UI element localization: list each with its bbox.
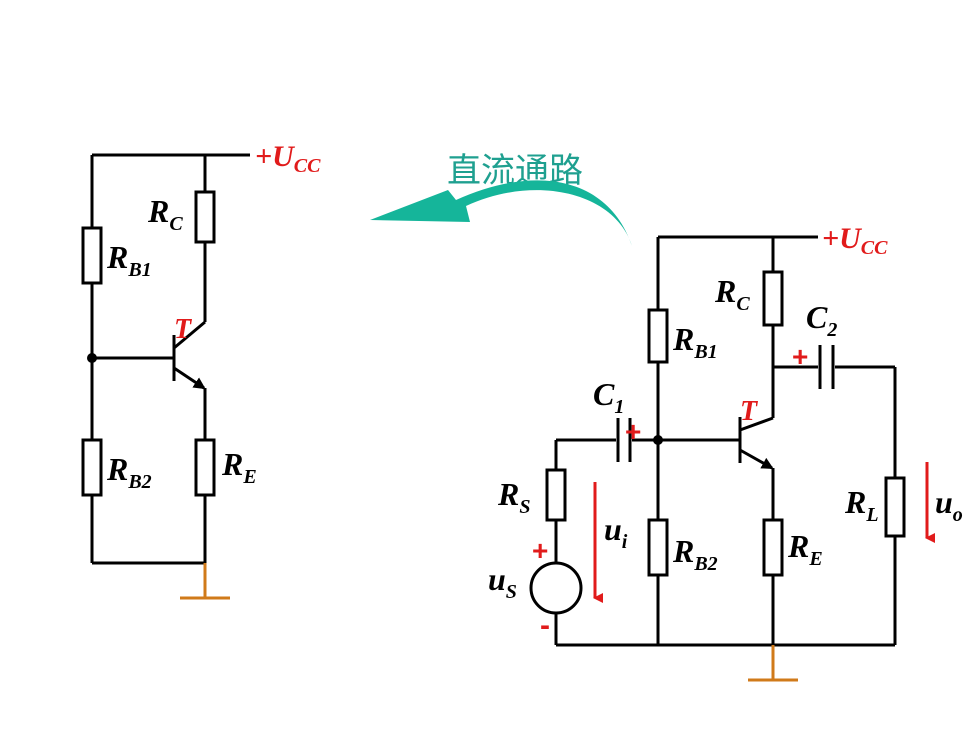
right-c2-label: C2 xyxy=(806,299,837,341)
curved-arrow-icon xyxy=(370,180,632,246)
right-amplifier-circuit xyxy=(529,235,906,647)
right-uo-label: uo xyxy=(935,484,963,526)
left-rb2-resistor xyxy=(81,438,103,497)
right-c1-plus: + xyxy=(625,416,641,447)
right-rl-label: RL xyxy=(844,484,879,526)
right-rs-label: RS xyxy=(497,476,530,518)
right-rc-label: RC xyxy=(714,273,750,315)
left-rb2-label: RB2 xyxy=(106,451,152,493)
right-rb2-resistor xyxy=(647,518,669,577)
right-c2-plus: + xyxy=(792,341,808,372)
left-base-node xyxy=(87,353,97,363)
right-c1-label: C1 xyxy=(593,376,624,418)
right-source-minus: - xyxy=(540,609,550,642)
left-rc-resistor xyxy=(194,190,216,244)
right-base-node xyxy=(653,435,663,445)
right-collector-line xyxy=(739,416,774,432)
left-rb1-resistor xyxy=(81,226,103,285)
left-collector-line xyxy=(173,320,206,350)
right-rc-resistor xyxy=(762,270,784,327)
right-rb1-label: RB1 xyxy=(672,321,718,363)
right-rb1-resistor xyxy=(647,308,669,364)
right-rl-resistor xyxy=(884,476,906,538)
right-us-label: uS xyxy=(488,561,517,603)
right-rs-resistor xyxy=(545,468,567,522)
left-ucc-label: +UCC xyxy=(255,140,321,177)
right-re-resistor xyxy=(762,518,784,577)
right-emitter-line xyxy=(739,448,774,470)
left-ground-icon xyxy=(180,563,230,600)
left-re-label: RE xyxy=(221,446,257,488)
left-emitter-line xyxy=(173,366,206,390)
right-ui-label: ui xyxy=(604,511,628,553)
right-ground-icon xyxy=(748,645,798,682)
left-rc-label: RC xyxy=(147,193,183,235)
right-ucc-label: +UCC xyxy=(822,222,888,259)
left-re-resistor xyxy=(194,438,216,497)
right-source-plus: + xyxy=(532,535,548,566)
left-transistor-label: T xyxy=(174,314,193,345)
right-source-icon xyxy=(529,561,583,615)
right-transistor-label: T xyxy=(740,396,759,427)
right-re-label: RE xyxy=(787,528,823,570)
left-rb1-label: RB1 xyxy=(106,239,152,281)
right-rb2-label: RB2 xyxy=(672,533,718,575)
left-dc-circuit xyxy=(81,153,250,565)
